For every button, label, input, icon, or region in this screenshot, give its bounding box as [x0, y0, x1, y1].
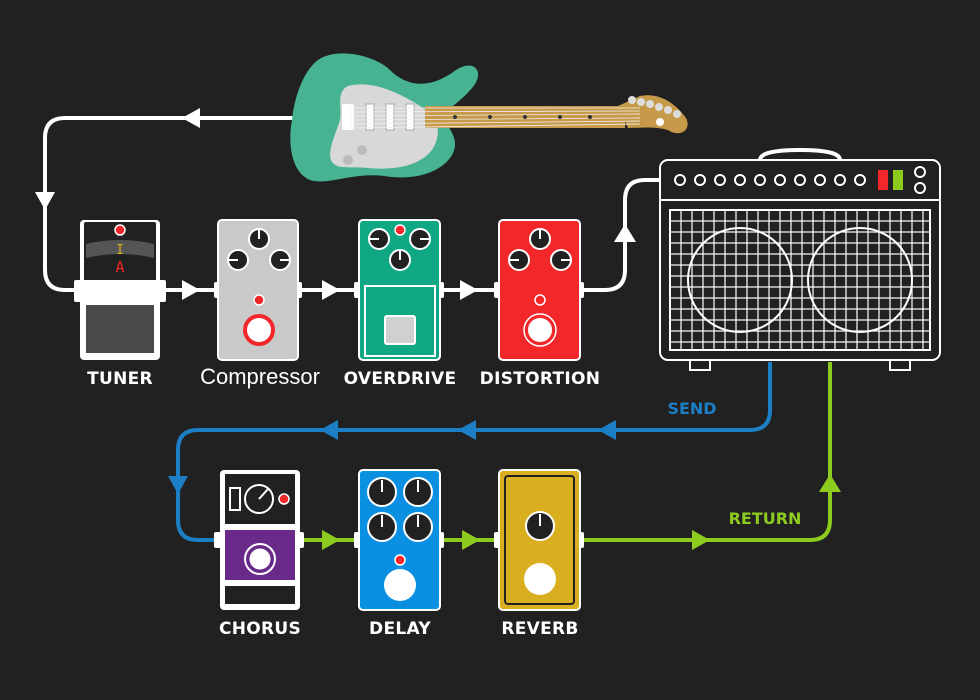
delay-pedal[interactable] — [354, 469, 444, 611]
compressor-footswitch[interactable] — [243, 314, 275, 346]
reverb-pedal[interactable] — [494, 469, 584, 611]
tuner-note: A — [115, 258, 124, 276]
compressor-led-icon — [253, 294, 265, 306]
tuner-label: TUNER — [87, 369, 153, 389]
delay-footswitch[interactable] — [384, 569, 416, 601]
distortion-pedal[interactable] — [494, 219, 584, 361]
arrow-left-icon — [182, 108, 200, 128]
arrow-down-icon — [35, 192, 55, 210]
reverb-footswitch[interactable] — [524, 563, 556, 595]
arrow-left-icon — [458, 420, 476, 440]
tuner-led-icon — [114, 224, 126, 236]
chorus-footswitch[interactable] — [246, 545, 274, 573]
return-label: RETURN — [729, 509, 802, 528]
main-signal-arrows — [35, 108, 636, 300]
chorus-label: CHORUS — [219, 619, 301, 639]
reverb-knob[interactable] — [525, 511, 555, 541]
delay-knobs[interactable] — [367, 477, 433, 542]
distortion-led-icon — [534, 294, 546, 306]
arrow-up-icon — [614, 224, 636, 242]
overdrive-pedal[interactable] — [354, 219, 444, 361]
compressor-pedal[interactable] — [214, 219, 302, 361]
amp-control-knobs — [674, 174, 866, 186]
chorus-led-icon — [278, 493, 290, 505]
chorus-pedal[interactable] — [214, 470, 304, 610]
delay-label: DELAY — [369, 619, 431, 639]
return-loop-arrows — [322, 474, 841, 550]
chorus-knob[interactable] — [244, 484, 274, 514]
send-loop-arrows — [168, 420, 616, 494]
send-loop-path — [176, 362, 772, 542]
arrow-right-icon — [692, 530, 710, 550]
amp-speaker-grill — [669, 209, 931, 351]
electric-guitar-icon — [290, 53, 688, 182]
distortion-footswitch[interactable] — [524, 314, 556, 346]
tuner-needle: I — [116, 243, 124, 258]
send-label: SEND — [667, 399, 716, 418]
arrow-left-icon — [320, 420, 338, 440]
arrow-right-icon — [322, 280, 340, 300]
amplifier — [659, 147, 941, 371]
overdrive-led-icon — [394, 224, 406, 236]
fret-markers — [453, 115, 592, 119]
speaker-cone-icon — [807, 227, 913, 333]
arrow-right-icon — [182, 280, 200, 300]
amp-indicator-green-icon — [893, 170, 903, 190]
compressor-label: Compressor — [200, 364, 320, 389]
arrow-left-icon — [598, 420, 616, 440]
distortion-label: DISTORTION — [480, 369, 601, 389]
tuner-pedal[interactable]: I A — [74, 220, 166, 360]
tuner-footswitch[interactable] — [86, 305, 154, 353]
arrow-down-icon — [168, 476, 188, 494]
overdrive-knobs[interactable] — [368, 228, 431, 271]
distortion-knobs[interactable] — [508, 228, 572, 271]
arrow-up-icon — [819, 474, 841, 492]
arrow-right-icon — [322, 530, 340, 550]
reverb-label: REVERB — [501, 619, 578, 639]
arrow-right-icon — [460, 280, 478, 300]
compressor-knobs[interactable] — [227, 228, 291, 271]
guitar-strings — [349, 107, 641, 129]
overdrive-footswitch[interactable] — [384, 315, 416, 345]
overdrive-label: OVERDRIVE — [344, 369, 457, 389]
arrow-right-icon — [462, 530, 480, 550]
amp-indicator-red-icon — [878, 170, 888, 190]
speaker-cone-icon — [687, 227, 793, 333]
delay-led-icon — [394, 554, 406, 566]
guitar-tuning-pegs — [628, 96, 681, 118]
